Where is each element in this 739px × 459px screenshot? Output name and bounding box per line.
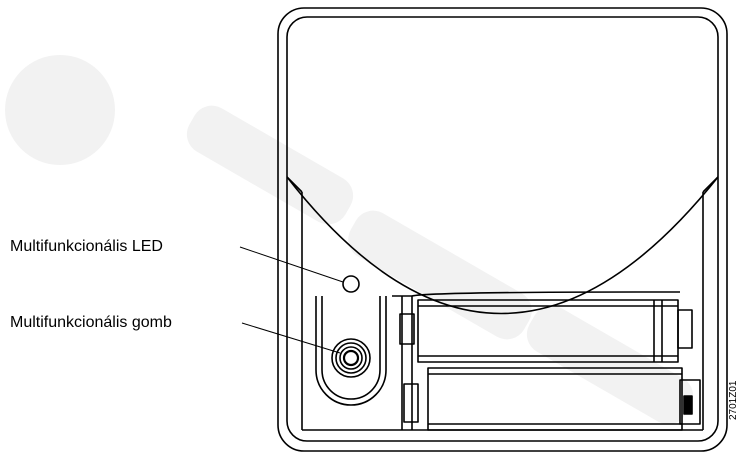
battery-bottom — [427, 367, 683, 431]
leader-line-button — [241, 322, 341, 354]
cover-side-left — [286, 176, 303, 193]
multifunction-button — [331, 338, 371, 378]
contact-bottom-right — [679, 379, 701, 425]
button-guide-inner — [321, 296, 381, 400]
contact-bottom-left — [403, 383, 419, 423]
contact-top-left — [399, 313, 415, 345]
cover-side-right — [702, 176, 719, 193]
cover-outline — [286, 176, 719, 315]
watermark — [5, 55, 694, 425]
leader-line-led — [239, 246, 344, 283]
led — [342, 275, 360, 293]
battery-compartment — [392, 291, 701, 431]
housing-inner — [286, 16, 719, 442]
led-label: Multifunkcionális LED — [10, 238, 163, 255]
contact-top-right — [677, 309, 693, 349]
housing-outer — [277, 7, 728, 452]
button-guide — [315, 296, 387, 406]
button-label: Multifunkcionális gomb — [10, 314, 172, 331]
reference-code: 2701Z01 — [728, 380, 739, 420]
